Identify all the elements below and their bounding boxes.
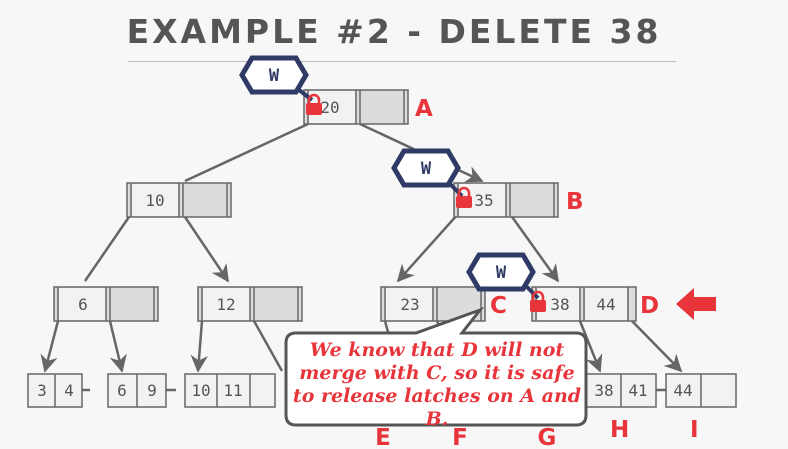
edge-c-hidden-1: [383, 320, 390, 333]
latch-w-b: W: [391, 148, 464, 198]
edge-l10-l12: [181, 213, 230, 283]
edge-d-leafi: [631, 320, 683, 373]
node-a: 20 A: [303, 89, 433, 125]
leaf-i-label: I: [690, 417, 699, 443]
leaf-e-label: E: [375, 425, 391, 449]
edge-l6-leaf2: [108, 320, 127, 373]
node-10: 10: [126, 182, 232, 218]
leaf-g-label: G: [538, 425, 557, 449]
red-arrow-left-icon: [676, 288, 716, 320]
leaf-2-key-1: 6: [117, 381, 127, 400]
node-6: 6: [53, 286, 159, 322]
edge-l6-leaf1: [40, 320, 60, 373]
lock-icon: [306, 93, 322, 115]
node-a-label: A: [415, 96, 433, 122]
edge-d-leafh: [578, 320, 603, 373]
node-12-key-1: 12: [216, 295, 235, 314]
node-d-key-1: 38: [550, 295, 569, 314]
lock-icon: [530, 290, 546, 312]
node-c: 23 C: [380, 286, 507, 322]
latch-w-a: W: [239, 55, 314, 102]
edge-l12-hidden: [252, 320, 284, 372]
latch-w-d-text: W: [496, 263, 507, 283]
node-10-key-1: 10: [145, 191, 164, 210]
edge-a-l10: [184, 122, 309, 183]
callout-bubble: [284, 306, 588, 427]
leaf-3-4: 3 4: [27, 373, 83, 408]
node-a-key-1: 20: [320, 98, 339, 117]
leaf-h: 38 41 H: [584, 373, 657, 443]
node-d: 38 44 D: [531, 286, 659, 322]
leaf-3-key-2: 11: [223, 381, 242, 400]
leaf-f-label: F: [452, 425, 468, 449]
edge-l10-l6: [83, 213, 133, 282]
slide-title: EXAMPLE #2 - DELETE 38: [126, 12, 662, 51]
edge-l12-leaf3: [190, 320, 208, 373]
node-d-key-2: 44: [596, 295, 615, 314]
leaf-i: 44 I: [665, 373, 737, 443]
node-6-key-1: 6: [78, 295, 88, 314]
leaf-1-key-2: 4: [64, 381, 74, 400]
latch-w-d: W: [466, 252, 540, 300]
tree-edges: [40, 122, 683, 392]
node-c-label: C: [490, 293, 507, 319]
leaf-10-11: 10 11: [184, 373, 276, 408]
node-b-key-1: 35: [474, 191, 493, 210]
latch-w-b-text: W: [421, 159, 432, 179]
leaf-h-label: H: [610, 417, 629, 443]
node-b: 35 B: [453, 182, 584, 218]
node-c-key-1: 23: [400, 295, 419, 314]
callout-text: We know that D will not merge with C, so…: [292, 339, 582, 430]
title-divider: [128, 61, 676, 62]
lock-icon: [456, 186, 472, 208]
node-d-label: D: [640, 293, 659, 319]
leaf-h-key-1: 38: [594, 381, 613, 400]
leaf-6-9: 6 9: [107, 373, 167, 408]
edge-b-c: [396, 213, 459, 283]
latch-w-a-text: W: [269, 66, 280, 86]
leaf-3-key-1: 10: [191, 381, 210, 400]
node-12: 12: [197, 286, 303, 322]
node-b-label: B: [566, 189, 584, 215]
leaf-h-key-2: 41: [628, 381, 647, 400]
leaf-i-key-1: 44: [673, 381, 692, 400]
leaf-1-key-1: 3: [37, 381, 47, 400]
leaf-2-key-2: 9: [147, 381, 157, 400]
edge-b-d: [508, 213, 560, 283]
